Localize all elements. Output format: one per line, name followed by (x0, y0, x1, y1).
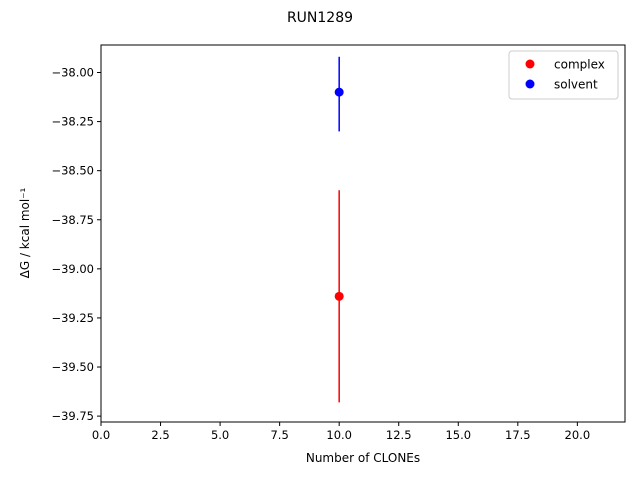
y-tick-label: −38.75 (51, 213, 94, 227)
x-tick-label: 5.0 (211, 428, 229, 442)
y-axis-label: ΔG / kcal mol⁻¹ (18, 187, 32, 278)
legend-label-complex: complex (554, 58, 605, 72)
legend-marker-complex (525, 59, 535, 69)
x-tick-label: 7.5 (270, 428, 288, 442)
y-axis: −38.00 −38.25 −38.50 −38.75 −39.00 −39.25 −39.… (51, 65, 101, 423)
y-tick-label: −39.50 (51, 360, 94, 374)
y-tick-label: −38.25 (51, 115, 94, 129)
x-axis-label: Number of CLONEs (306, 451, 420, 465)
chart-title: RUN1289 (287, 10, 353, 26)
legend-marker-solvent (525, 79, 535, 89)
legend-label-solvent: solvent (554, 78, 598, 92)
legend-frame (508, 50, 619, 100)
y-tick-label: −38.50 (51, 164, 94, 178)
y-tick-label: −39.00 (51, 262, 94, 276)
x-tick-label: 2.5 (151, 428, 169, 442)
x-tick-label: 20.0 (565, 428, 591, 442)
y-tick-label: −39.75 (51, 409, 94, 423)
y-tick-label: −39.25 (51, 311, 94, 325)
complex-point (334, 291, 344, 301)
x-axis: 0.0 2.5 5.0 7.5 10.0 12.5 15.0 17.5 20.0 (92, 422, 590, 442)
x-tick-label: 12.5 (386, 428, 412, 442)
plot-area (334, 56, 344, 403)
x-tick-label: 15.0 (445, 428, 471, 442)
y-tick-label: −38.00 (51, 65, 94, 79)
x-tick-label: 17.5 (505, 428, 531, 442)
x-tick-label: 10.0 (326, 428, 352, 442)
legend: complex solvent (508, 50, 619, 100)
x-tick-label: 0.0 (92, 428, 110, 442)
axes-frame (100, 44, 626, 423)
solvent-point (334, 87, 344, 97)
